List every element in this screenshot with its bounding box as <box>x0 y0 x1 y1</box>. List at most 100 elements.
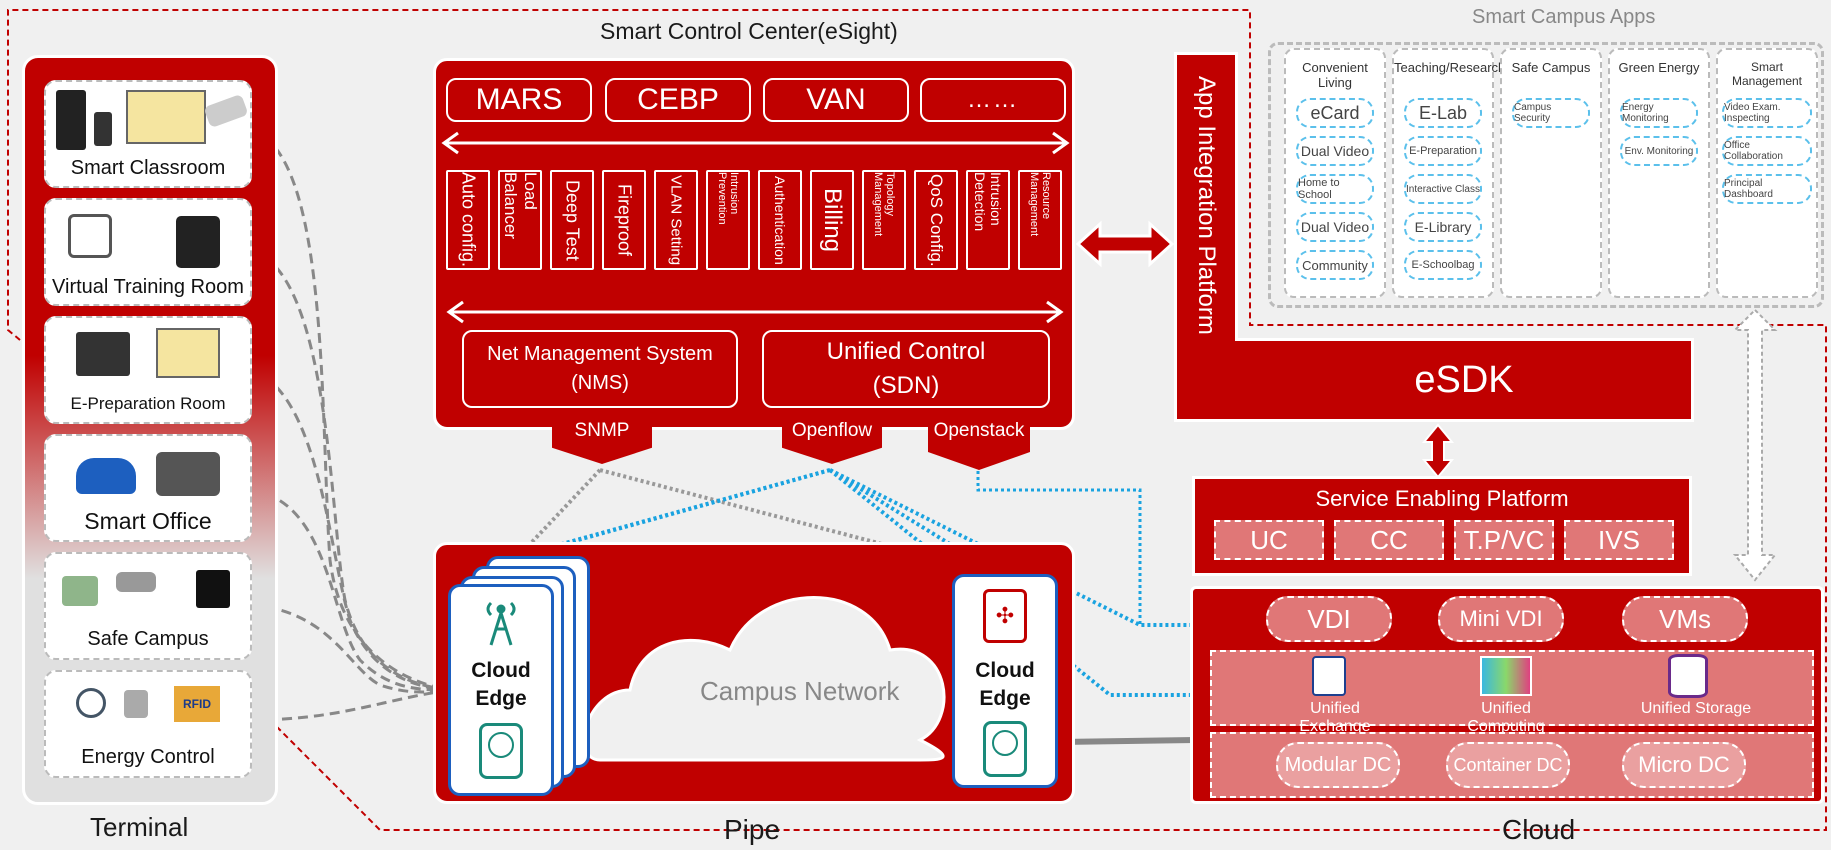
module-vlan-setting[interactable]: VLAN Setting <box>654 170 698 270</box>
link-virtual-training <box>249 248 451 692</box>
terminal-card-label: Smart Classroom <box>70 157 226 179</box>
module-resource-management[interactable]: Resource Management <box>1018 170 1062 270</box>
app-e-schoolbag[interactable]: E-Schoolbag <box>1404 250 1482 280</box>
pipe-section-label: Pipe <box>724 814 781 845</box>
dc-micro[interactable]: Micro DC <box>1622 742 1746 788</box>
smart-campus-apps-title: Smart Campus Apps <box>1472 6 1656 28</box>
sep-tp-vc[interactable]: T.P/VC <box>1454 520 1554 560</box>
nms-box[interactable]: Net Management System (NMS) <box>462 330 738 408</box>
app-dual-video[interactable]: Dual Video <box>1296 136 1374 166</box>
app-interactive-class[interactable]: Interactive Class <box>1404 174 1482 204</box>
sep-ivs[interactable]: IVS <box>1564 520 1674 560</box>
nms-line1: Net Management System <box>487 343 713 365</box>
module-intrusion-detection[interactable]: Intrusion Detection <box>966 170 1010 270</box>
unified-storage-label: Unified Storage <box>1640 700 1752 717</box>
cloud-edge-right[interactable]: ✣ Cloud Edge <box>952 574 1058 788</box>
app-column-convenient-living: Convenient Living eCard Dual Video Home … <box>1284 48 1386 298</box>
module-label: QoS Config. <box>927 173 946 267</box>
app-home-to-school[interactable]: Home to School <box>1296 174 1374 204</box>
module-row: Auto config. Load Balancer Deep Test Fir… <box>446 170 1066 300</box>
app-campus-security[interactable]: Campus Security <box>1512 98 1590 128</box>
module-load-balancer[interactable]: Load Balancer <box>498 170 542 270</box>
vm-vms[interactable]: VMs <box>1622 596 1748 642</box>
app-energy-monitoring[interactable]: Energy Monitoring <box>1620 98 1698 128</box>
sep-cc[interactable]: CC <box>1334 520 1444 560</box>
whiteboard-icon <box>126 90 206 144</box>
sdn-line1: Unified Control <box>826 338 986 365</box>
router-icon <box>983 721 1027 777</box>
rfid-icon: RFID <box>174 686 220 722</box>
module-label: Fireproof <box>614 183 635 257</box>
vm-mini-vdi[interactable]: Mini VDI <box>1438 596 1564 642</box>
app-column-teaching-research: Teaching/Research E-Lab E-Preparation In… <box>1392 48 1505 298</box>
app-office-collaboration[interactable]: Office Collaboration <box>1722 136 1812 166</box>
module-label: Resource Management <box>1028 172 1052 237</box>
terminal-section-label: Terminal <box>90 812 189 842</box>
tablet-icon <box>176 216 220 268</box>
link-energy-control <box>249 688 451 722</box>
terminal-card-safe-campus[interactable]: Safe Campus <box>44 552 252 660</box>
van-button[interactable]: VAN <box>763 78 909 122</box>
cloud-edge-left-label: Cloud Edge <box>451 657 551 713</box>
firewall-icon: ✣ <box>983 589 1027 643</box>
module-deep-test[interactable]: Deep Test <box>550 170 594 270</box>
camera-touch-icon <box>68 214 112 258</box>
terminal-card-virtual-training[interactable]: Virtual Training Room <box>44 198 252 306</box>
esdk-bar[interactable]: eSDK <box>1174 338 1694 422</box>
module-auto-config[interactable]: Auto config. <box>446 170 490 270</box>
sensor-icon <box>62 576 98 606</box>
cebp-button[interactable]: CEBP <box>605 78 751 122</box>
app-e-preparation[interactable]: E-Preparation <box>1404 136 1482 166</box>
cloud-edge-left-line2: Edge <box>475 687 527 710</box>
terminal-card-label: E-Preparation Room <box>70 394 226 413</box>
module-billing[interactable]: Billing <box>810 170 854 270</box>
unified-storage-icon <box>1668 654 1708 698</box>
app-e-lab[interactable]: E-Lab <box>1404 98 1482 128</box>
app-principal-dashboard[interactable]: Principal Dashboard <box>1722 174 1812 204</box>
water-tap-icon <box>124 690 148 718</box>
server-icon <box>56 90 86 150</box>
app-column-header: Green Energy <box>1618 60 1700 75</box>
app-video-exam-inspecting[interactable]: Video Exam. Inspecting <box>1722 98 1812 128</box>
vm-vdi[interactable]: VDI <box>1266 596 1392 642</box>
dc-modular[interactable]: Modular DC <box>1276 742 1400 788</box>
module-label: Intrusion Detection <box>972 172 1004 232</box>
terminal-card-energy-control[interactable]: RFID Energy Control <box>44 670 252 778</box>
cloud-edge-right-line2: Edge <box>979 687 1031 710</box>
dc-container[interactable]: Container DC <box>1446 742 1570 788</box>
module-fireproof[interactable]: Fireproof <box>602 170 646 270</box>
telephone-icon <box>76 458 136 494</box>
cloud-edge-left[interactable]: Cloud Edge <box>448 584 554 796</box>
app-e-library[interactable]: E-Library <box>1404 212 1482 242</box>
link-smart-classroom <box>249 128 451 692</box>
app-ecard[interactable]: eCard <box>1296 98 1374 128</box>
more-button[interactable]: …… <box>920 78 1066 122</box>
app-env-monitoring[interactable]: Env. Monitoring <box>1620 136 1698 166</box>
cctv-icon <box>116 572 156 592</box>
app-community[interactable]: Community <box>1296 250 1374 280</box>
sep-uc[interactable]: UC <box>1214 520 1324 560</box>
module-label: Intrusion Prevention <box>716 172 740 225</box>
cloud-edge-right-line1: Cloud <box>975 659 1035 682</box>
sdn-box[interactable]: Unified Control (SDN) <box>762 330 1050 408</box>
mars-button[interactable]: MARS <box>446 78 592 122</box>
nms-line2: (NMS) <box>571 372 629 394</box>
router-icon <box>479 723 523 779</box>
terminal-card-smart-office[interactable]: Smart Office <box>44 434 252 542</box>
link-e-preparation <box>249 368 451 692</box>
terminal-links <box>249 128 451 722</box>
module-intrusion-prevention[interactable]: Intrusion Prevention <box>706 170 750 270</box>
control-center-title: Smart Control Center(eSight) <box>600 18 898 44</box>
terminal-card-label: Virtual Training Room <box>52 276 244 298</box>
module-qos-config[interactable]: QoS Config. <box>914 170 958 270</box>
terminal-card-smart-classroom[interactable]: Smart Classroom <box>44 80 252 188</box>
app-column-safe-campus: Safe Campus Campus Security <box>1500 48 1602 298</box>
app-dual-video-2[interactable]: Dual Video <box>1296 212 1374 242</box>
module-topology-management[interactable]: Topology Management <box>862 170 906 270</box>
module-label: Topology Management <box>872 172 896 237</box>
module-authentication[interactable]: Authentication <box>758 170 802 270</box>
campus-network-label: Campus Network <box>700 676 900 706</box>
double-arrow-control-app <box>1075 220 1175 268</box>
terminal-card-e-preparation[interactable]: E-Preparation Room <box>44 316 252 424</box>
